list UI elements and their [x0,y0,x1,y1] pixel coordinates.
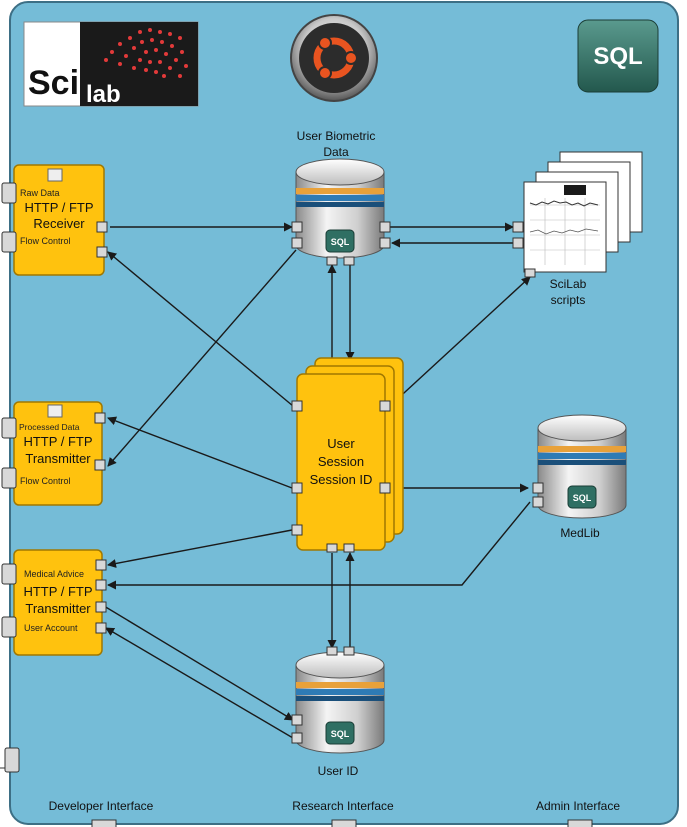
session-line1: User [327,436,355,451]
transmitter1-title-line2: Transmitter [25,451,91,466]
connectors [103,222,531,739]
connector-transmitter2-to-userid [103,605,294,721]
user-id-database-badge: SQL [331,729,350,739]
scilab-logo: Sci lab [23,21,199,108]
biometric-port-3[interactable] [379,221,391,233]
medlib-database[interactable]: SQL [537,414,627,519]
receiver-port-out-1[interactable] [96,221,108,233]
receiver-title-line1: HTTP / FTP [24,200,93,215]
user-id-port-3[interactable] [326,646,338,656]
connector-medlib-to-transmitter2 [107,501,531,590]
user-id-port-2[interactable] [291,732,303,744]
connector-userid-to-transmitter2 [105,627,294,739]
transmitter1-port-processed-data[interactable] [1,417,17,439]
transmitter1-title-line1: HTTP / FTP [23,434,92,449]
biometric-port-2[interactable] [291,237,303,249]
transmitter2-port-medical-advice[interactable] [1,563,17,585]
transmitter2-port-out-3[interactable] [95,601,107,613]
biometric-database-badge: SQL [331,237,350,247]
medlib-port-1[interactable] [532,482,544,494]
transmitter2-title-line1: HTTP / FTP [23,584,92,599]
medlib-database-badge: SQL [573,493,592,503]
sql-logo-text: SQL [593,43,642,70]
session-port-4[interactable] [379,400,391,412]
scripts-port-1[interactable] [512,221,524,233]
scilab-scripts-icon[interactable] [523,151,643,273]
session-component[interactable]: User Session Session ID [296,357,404,551]
transmitter2-component[interactable]: Medical Advice HTTP / FTP Transmitter Us… [13,549,103,656]
receiver-port-out-2[interactable] [96,246,108,258]
user-id-database[interactable]: SQL [295,651,385,754]
session-port-1[interactable] [291,400,303,412]
research-interface-port[interactable] [331,819,357,827]
ubuntu-logo [290,14,378,102]
transmitter2-port-out-1[interactable] [95,559,107,571]
biometric-port-1[interactable] [291,221,303,233]
biometric-port-6[interactable] [343,256,355,266]
receiver-port-bottom-label: Flow Control [20,236,71,246]
scripts-label-line2: scripts [551,293,586,307]
transmitter2-port-bottom-label: User Account [24,623,78,633]
receiver-port-top-label: Raw Data [20,188,60,198]
session-port-3[interactable] [291,524,303,536]
research-interface-label: Research Interface [292,799,394,813]
session-port-5[interactable] [379,482,391,494]
scripts-port-3[interactable] [524,268,536,278]
session-port-6[interactable] [326,543,338,553]
transmitter1-port-top-label: Processed Data [19,422,80,432]
transmitter2-port-user-account[interactable] [1,616,17,638]
scripts-port-2[interactable] [512,237,524,249]
connector-session-to-receiver [107,251,294,407]
transmitter1-port-bottom-label: Flow Control [20,476,71,486]
connector-session-to-transmitter1 [107,416,293,489]
scripts-label-line1: SciLab [550,277,587,291]
medlib-port-2[interactable] [532,496,544,508]
developer-interface-port[interactable] [91,819,117,827]
biometric-port-5[interactable] [326,256,338,266]
receiver-port-flow-control[interactable] [1,231,17,253]
transmitter1-port-out-1[interactable] [94,412,106,424]
transmitter1-port-out-2[interactable] [94,459,106,471]
biometric-database[interactable]: SQL [295,158,385,259]
user-id-port-1[interactable] [291,714,303,726]
session-port-7[interactable] [343,543,355,553]
user-id-port-4[interactable] [343,646,355,656]
session-line2: Session [318,454,364,469]
developer-interface-label: Developer Interface [49,799,154,813]
receiver-port-raw-data[interactable] [1,182,17,204]
sql-logo: SQL [577,19,659,93]
external-port[interactable] [4,747,20,773]
transmitter2-port-out-4[interactable] [95,622,107,634]
admin-interface-port[interactable] [567,819,593,827]
transmitter1-component[interactable]: Processed Data HTTP / FTP Transmitter Fl… [13,401,103,506]
receiver-title-line2: Receiver [33,216,85,231]
admin-interface-label: Admin Interface [536,799,620,813]
connector-session-to-transmitter2 [107,529,293,568]
transmitter2-port-top-label: Medical Advice [24,569,84,579]
biometric-label-line1: User Biometric [297,129,376,143]
receiver-component[interactable]: Raw Data HTTP / FTP Receiver Flow Contro… [13,164,105,276]
scilab-logo-lab: lab [86,81,121,108]
scilab-logo-sci: Sci [28,64,79,102]
session-line3: Session ID [310,472,373,487]
connector-session-to-scripts [391,276,531,405]
transmitter1-port-flow-control[interactable] [1,467,17,489]
session-port-2[interactable] [291,482,303,494]
transmitter2-title-line2: Transmitter [25,601,91,616]
transmitter2-port-out-2[interactable] [95,579,107,591]
biometric-port-4[interactable] [379,237,391,249]
user-id-label: User ID [318,764,359,778]
medlib-label: MedLib [560,526,600,540]
biometric-label-line2: Data [323,145,349,159]
